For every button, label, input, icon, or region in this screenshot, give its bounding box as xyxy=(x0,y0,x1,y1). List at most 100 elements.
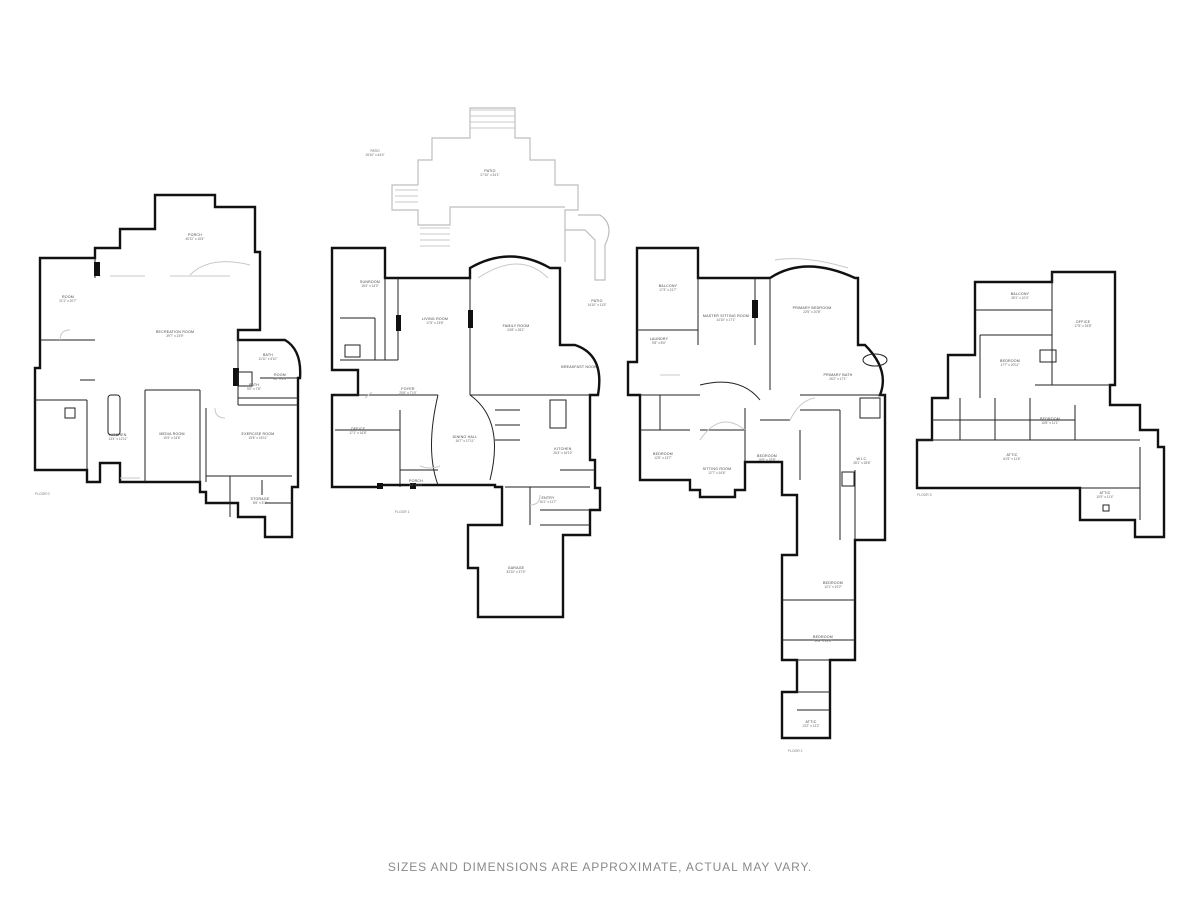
room-dimensions: 40'11" x 15'4" xyxy=(185,237,204,241)
room-label: PRIMARY BEDROOM xyxy=(793,306,832,310)
room-label: LAUNDRY xyxy=(650,337,669,341)
floor-1-interior-walls xyxy=(335,278,595,526)
room-dimensions: 17'5" x 25'8" xyxy=(1074,324,1091,328)
room-dimensions: 13'4" x 12'11" xyxy=(108,437,127,441)
room-dimensions: 61'5" x 11'6" xyxy=(1003,457,1020,461)
room-label: BEDROOM xyxy=(653,452,673,456)
room-label: SUNROOM xyxy=(360,280,380,284)
room-dimensions: 10'9" x 11'4" xyxy=(1096,495,1113,499)
room-dimensions: 17'1" x 16'8" xyxy=(349,431,366,435)
room-dimensions: 19'8" x 13'4" xyxy=(814,639,831,643)
room-label: OFFICE xyxy=(1076,320,1091,324)
room-dimensions: 39'7" x 24'9" xyxy=(166,334,183,338)
room-dimensions: 17'3" x 21'7" xyxy=(659,288,676,292)
svg-text:BREAKFAST NOOK: BREAKFAST NOOK xyxy=(561,365,597,369)
room-dimensions: 16'1" x 11'7" xyxy=(539,500,556,504)
room-dimensions: 19'8" x 16'11" xyxy=(248,436,267,440)
room-dimensions: 33'10" x 37'9" xyxy=(506,570,525,574)
room-dimensions: 15'4" x 14'0" xyxy=(361,284,378,288)
room-label: PATIO xyxy=(484,169,495,173)
room-dimensions: 21'1" x 20'7" xyxy=(59,299,76,303)
room-dimensions: 12'1" x 19'2" xyxy=(824,585,841,589)
room-label: BALCONY xyxy=(659,284,678,288)
room-label: BATH xyxy=(263,353,273,357)
room-dimensions: 9'0" x 7'8" xyxy=(247,387,261,391)
room-label: ROOM xyxy=(274,373,286,377)
room-dimensions: 17'6" x 23'6" xyxy=(426,321,443,325)
room-dimensions: 27'10" x 34'1" xyxy=(480,173,499,177)
room-dimensions: 8'6" x 5'1" xyxy=(253,501,267,505)
svg-text:14'10" x 11'5": 14'10" x 11'5" xyxy=(587,303,606,307)
room-label: GARAGE xyxy=(508,566,525,570)
room-label: LIVING ROOM xyxy=(422,317,448,321)
room-label: BEDROOM xyxy=(1040,417,1060,421)
floor-3-outline xyxy=(915,270,1166,539)
room-label: ATTIC xyxy=(1006,453,1017,457)
room-dimensions: 12'5" x 13'7" xyxy=(654,456,671,460)
room-label: ROOM xyxy=(62,295,74,299)
room-dimensions: 11'11" x 5'10" xyxy=(259,357,278,361)
room-label: BEDROOM xyxy=(813,635,833,639)
room-dimensions: 19'4" x 24'6" xyxy=(163,436,180,440)
room-label: PORCH xyxy=(409,479,423,483)
room-label: BEDROOM xyxy=(757,454,777,458)
room-dimensions: 20'6" x 7'10" xyxy=(399,391,416,395)
svg-text:PATIO: PATIO xyxy=(370,149,380,153)
room-label: RECREATION ROOM xyxy=(156,330,194,334)
room-dimensions: 12'7" x 16'6" xyxy=(708,471,725,475)
room-label: EXERCISE ROOM xyxy=(242,432,275,436)
room-dimensions: 22'6" x 20'8" xyxy=(803,310,820,314)
room-label: BALCONY xyxy=(1011,292,1030,296)
floor-1-outline xyxy=(330,246,602,619)
primary-bath-tub xyxy=(862,353,888,367)
room-dimensions: 9'6" x 4'4" xyxy=(273,377,287,381)
room-label: STORAGE xyxy=(251,497,270,501)
room-dimensions: 15'8" x 11'1" xyxy=(1041,421,1058,425)
floor-3-interior-walls xyxy=(917,272,1141,520)
floor-3-label: FLOOR 3 xyxy=(917,493,932,497)
room-label: FAMILY ROOM xyxy=(503,324,530,328)
room-label: SITTING ROOM xyxy=(703,467,732,471)
floor-2-doors xyxy=(660,258,849,441)
floor-2-label: FLOOR 2 xyxy=(788,749,803,753)
floor-1-doors xyxy=(364,263,549,506)
svg-text:15'10" x 44'4": 15'10" x 44'4" xyxy=(365,153,384,157)
room-dimensions: 9'8" x 8'6" xyxy=(652,341,666,345)
room-dimensions: 14'10" x 17'1" xyxy=(716,318,735,322)
floor-0-plan: FLOOR 0 PORCH 40'11" x 15'4" ROOM 21'1" … xyxy=(33,193,302,539)
floor-2-plan: BALCONY 17'3" x 21'7" MASTER SITTING ROO… xyxy=(626,246,888,753)
floor-2-outline xyxy=(626,246,887,740)
disclaimer-text: SIZES AND DIMENSIONS ARE APPROXIMATE, AC… xyxy=(387,860,813,874)
room-dimensions: 28'1" x 10'4" xyxy=(1011,296,1028,300)
room-dimensions: 26'2" x 17'1" xyxy=(829,377,846,381)
room-label: PRIMARY BATH xyxy=(824,373,853,377)
floor-0-doors xyxy=(59,261,251,479)
room-label: W.I.C. xyxy=(857,457,868,461)
floor-1-stairs xyxy=(395,109,515,247)
floor-3-plan: BALCONY 28'1" x 10'4" OFFICE 17'5" x 25'… xyxy=(915,270,1166,539)
room-dimensions: 8'2" x 5'6" xyxy=(409,483,423,487)
floor-0-outline xyxy=(33,193,302,539)
room-label: ENTRY xyxy=(541,496,555,500)
room-label: FOYER xyxy=(401,387,415,391)
room-label: OFFICE xyxy=(351,427,366,431)
room-label: BEDROOM xyxy=(823,581,843,585)
room-dimensions: 26'4" x 16'10" xyxy=(553,451,572,455)
room-label: DINING HALL xyxy=(453,435,478,439)
floor-1-patio-outline xyxy=(391,107,610,281)
room-dimensions: 16'9" x 18'8" xyxy=(758,458,775,462)
room-label: PORCH xyxy=(188,233,202,237)
room-dimensions: 17'7" x 20'11" xyxy=(1000,363,1019,367)
svg-text:PATIO: PATIO xyxy=(591,299,602,303)
room-label: MEDIA ROOM xyxy=(159,432,184,436)
room-dimensions: 13'2" x 13'2" xyxy=(802,724,819,728)
room-label: BEDROOM xyxy=(1000,359,1020,363)
room-label: KITCHEN xyxy=(109,433,126,437)
floor-1-label: FLOOR 1 xyxy=(395,510,410,514)
room-label: MASTER SITTING ROOM xyxy=(703,314,749,318)
room-label: ATTIC xyxy=(1099,491,1110,495)
floor-2-interior-walls xyxy=(637,278,885,711)
room-dimensions: 16'7" x 17'11" xyxy=(455,439,474,443)
room-dimensions: 28'1" x 28'8" xyxy=(853,461,870,465)
